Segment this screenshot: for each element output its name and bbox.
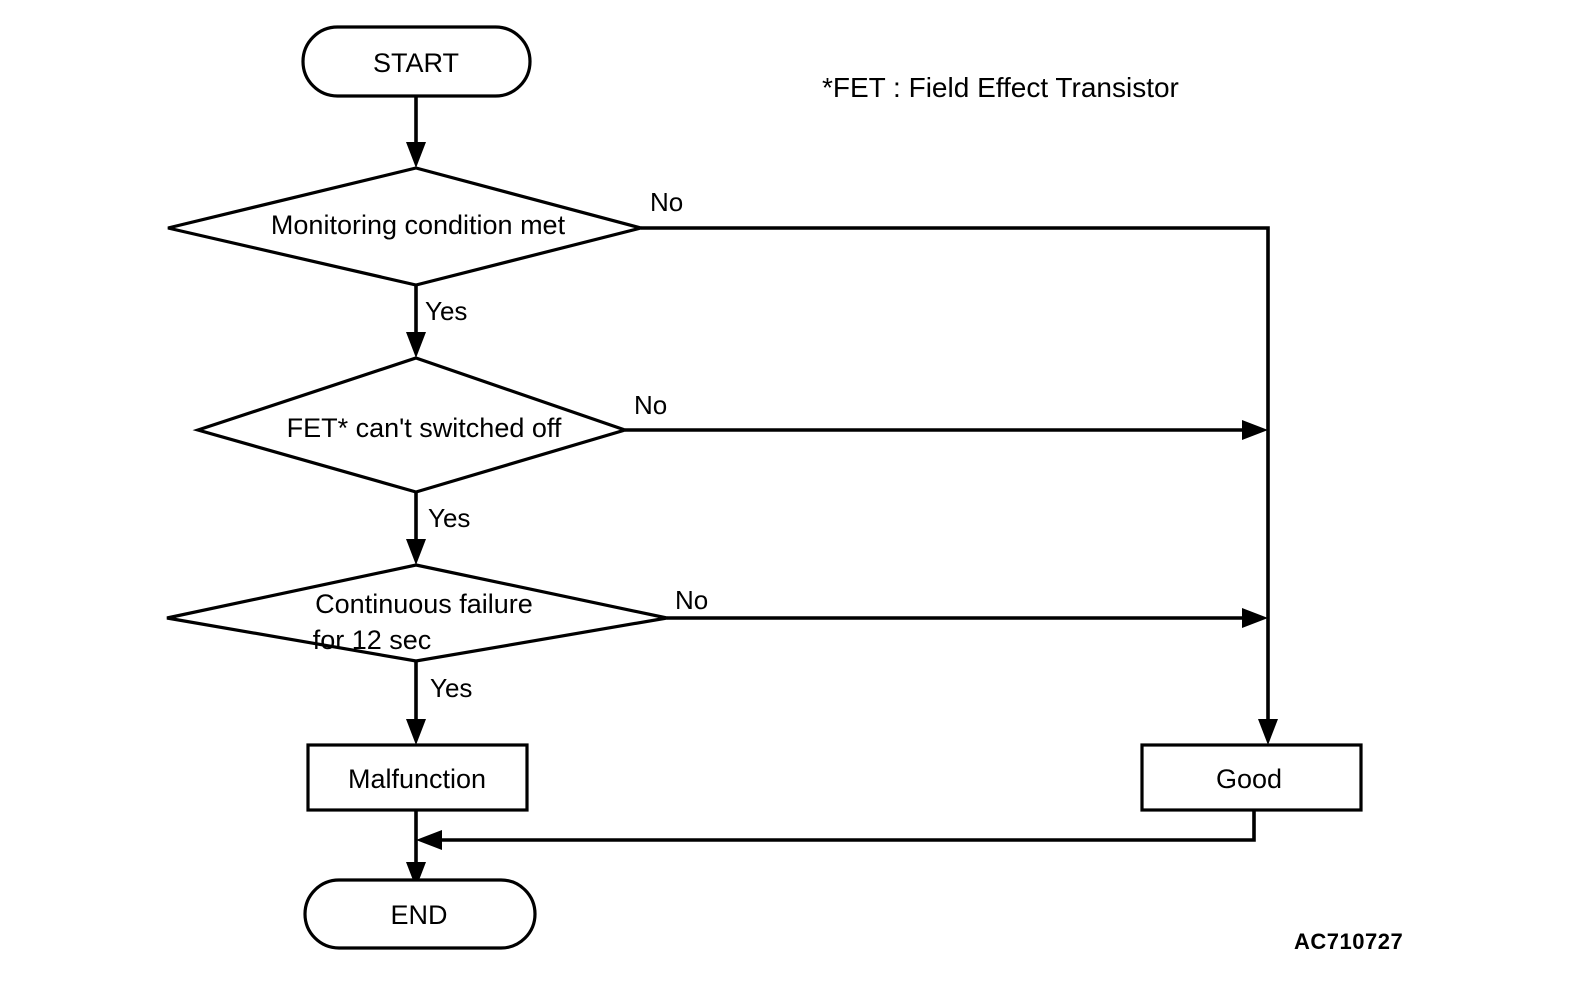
connector-decision3-no: [667, 608, 1268, 628]
connector-decision1-yes: [406, 285, 426, 358]
edge-label-no-2: No: [634, 390, 667, 420]
node-end[interactable]: END: [303, 878, 537, 950]
edge-label-yes-2: Yes: [428, 503, 470, 533]
node-decision-continuous-failure[interactable]: Continuous failure for 12 sec: [166, 563, 668, 663]
connector-decision2-no: [625, 420, 1268, 440]
connector-start-to-decision1: [406, 96, 426, 168]
node-malfunction[interactable]: Malfunction: [306, 743, 529, 812]
connector-decision1-no: [641, 226, 1278, 745]
reference-code: AC710727: [1294, 929, 1403, 954]
connector-decision2-yes: [406, 492, 426, 565]
edge-label-no-1: No: [650, 187, 683, 217]
node-end-label: END: [390, 900, 447, 930]
edge-label-yes-3: Yes: [430, 673, 472, 703]
node-decision2-label: FET* can't switched off: [287, 413, 562, 443]
node-decision3-label-line2: for 12 sec: [313, 625, 432, 655]
node-good-label: Good: [1216, 764, 1282, 794]
node-decision1-label: Monitoring condition met: [271, 210, 566, 240]
edge-label-yes-1: Yes: [425, 296, 467, 326]
node-malfunction-label: Malfunction: [348, 764, 486, 794]
edge-label-no-3: No: [675, 585, 708, 615]
node-decision3-label-line1: Continuous failure: [315, 589, 533, 619]
node-good[interactable]: Good: [1140, 743, 1363, 812]
node-start-label: START: [373, 48, 459, 78]
connector-good-to-end: [416, 810, 1256, 850]
connector-decision3-yes: [406, 661, 426, 745]
node-decision-fet-switched-off[interactable]: FET* can't switched off: [192, 356, 631, 494]
node-start[interactable]: START: [301, 25, 532, 98]
connector-malfunction-to-end: [406, 810, 426, 888]
footnote-fet: *FET : Field Effect Transistor: [822, 72, 1179, 103]
node-decision-monitoring-condition[interactable]: Monitoring condition met: [167, 166, 648, 287]
